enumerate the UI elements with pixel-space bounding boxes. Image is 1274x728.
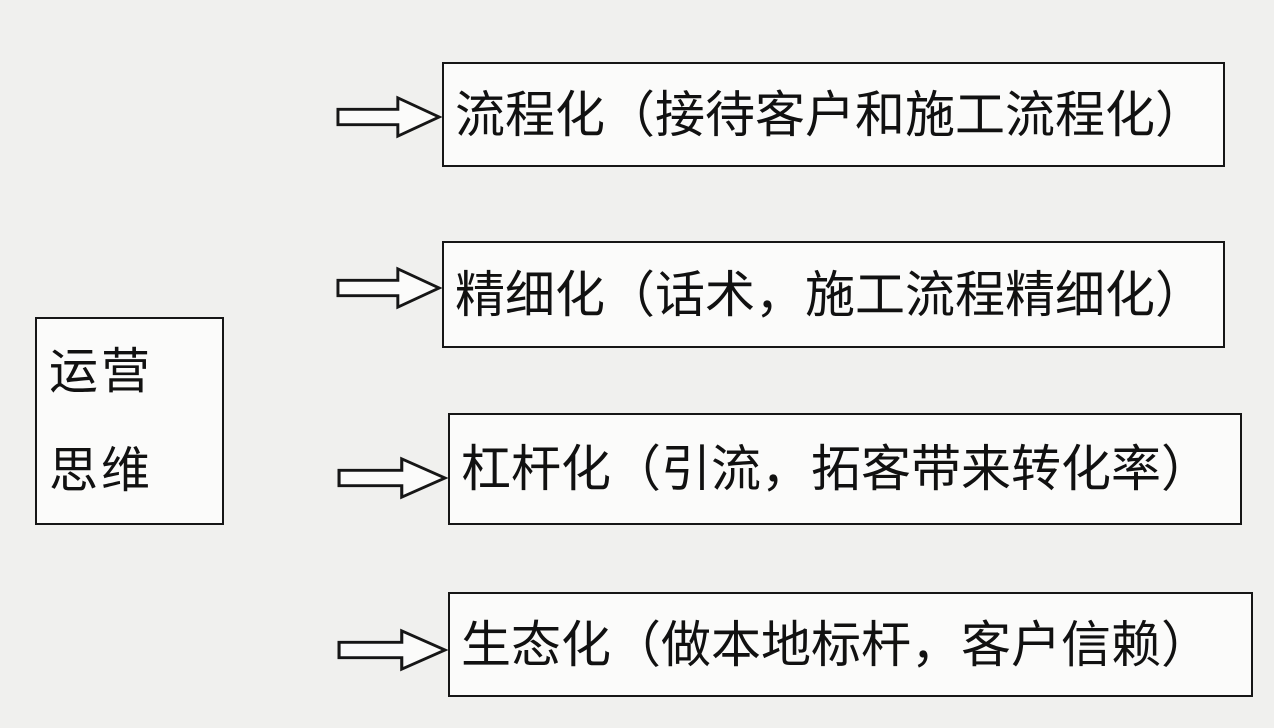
branch-box-jingxihua: 精细化（话术，施工流程精细化）	[442, 241, 1225, 348]
right-block-arrow-icon	[336, 95, 442, 139]
right-block-arrow-icon	[336, 266, 442, 310]
branch-box-shengtaihua: 生态化（做本地标杆，客户信赖）	[448, 592, 1253, 697]
branch-label: 杠杆化（引流，拓客带来转化率）	[461, 441, 1211, 497]
branch-box-ganganhua: 杠杆化（引流，拓客带来转化率）	[448, 413, 1242, 525]
right-block-arrow-icon	[337, 628, 448, 672]
branch-box-liuchenghua: 流程化（接待客户和施工流程化）	[442, 62, 1225, 167]
right-block-arrow-icon	[337, 456, 448, 500]
root-box-line-2: 思维	[49, 443, 154, 498]
root-box-line-1: 运营	[49, 344, 154, 399]
branch-label: 流程化（接待客户和施工流程化）	[455, 86, 1205, 143]
branch-label: 精细化（话术，施工流程精细化）	[455, 266, 1205, 323]
root-box: 运营 思维	[35, 317, 224, 525]
branch-label: 生态化（做本地标杆，客户信赖）	[461, 616, 1211, 673]
